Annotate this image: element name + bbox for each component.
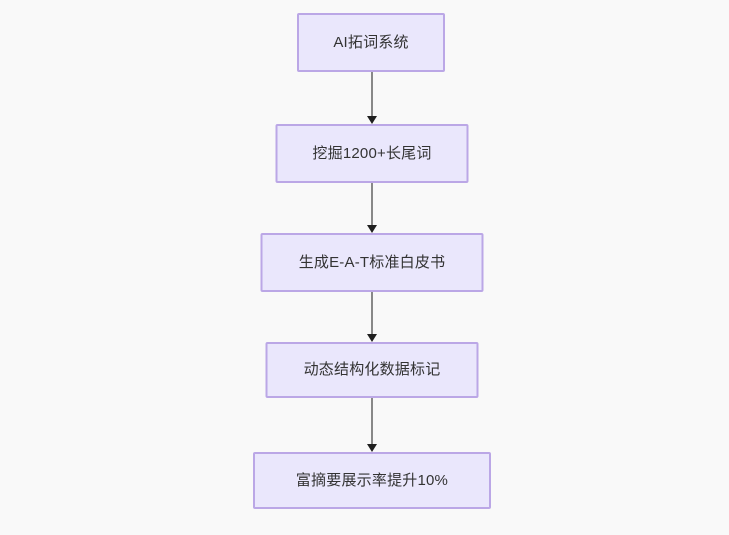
- flow-edge-node1-node2: [366, 72, 378, 124]
- arrow-head-icon: [367, 334, 377, 342]
- flow-node-label: 挖掘1200+长尾词: [312, 144, 432, 162]
- flow-edge-node4-node5: [366, 398, 378, 452]
- flow-node-label: 生成E-A-T标准白皮书: [298, 253, 446, 271]
- edge-line: [371, 398, 373, 444]
- flow-node-label: 动态结构化数据标记: [303, 361, 441, 378]
- edge-line: [371, 72, 373, 116]
- edge-line: [371, 183, 373, 225]
- arrow-head-icon: [367, 116, 377, 124]
- flow-node-generate-eat-whitepaper[interactable]: 生成E-A-T标准白皮书: [260, 233, 484, 292]
- flow-edge-node3-node4: [366, 292, 378, 342]
- flow-edge-node2-node3: [366, 183, 378, 233]
- flow-node-dynamic-structured-data-markup[interactable]: 动态结构化数据标记: [265, 342, 479, 398]
- flow-node-label: AI拓词系统: [333, 33, 409, 51]
- flow-node-ai-keyword-system[interactable]: AI拓词系统: [297, 13, 445, 72]
- arrow-head-icon: [367, 444, 377, 452]
- flow-node-rich-snippet-rate-increase[interactable]: 富摘要展示率提升10%: [253, 452, 491, 509]
- edge-line: [371, 292, 373, 334]
- flow-node-mine-longtail-keywords[interactable]: 挖掘1200+长尾词: [275, 124, 469, 183]
- arrow-head-icon: [367, 225, 377, 233]
- flow-node-label: 富摘要展示率提升10%: [295, 471, 449, 489]
